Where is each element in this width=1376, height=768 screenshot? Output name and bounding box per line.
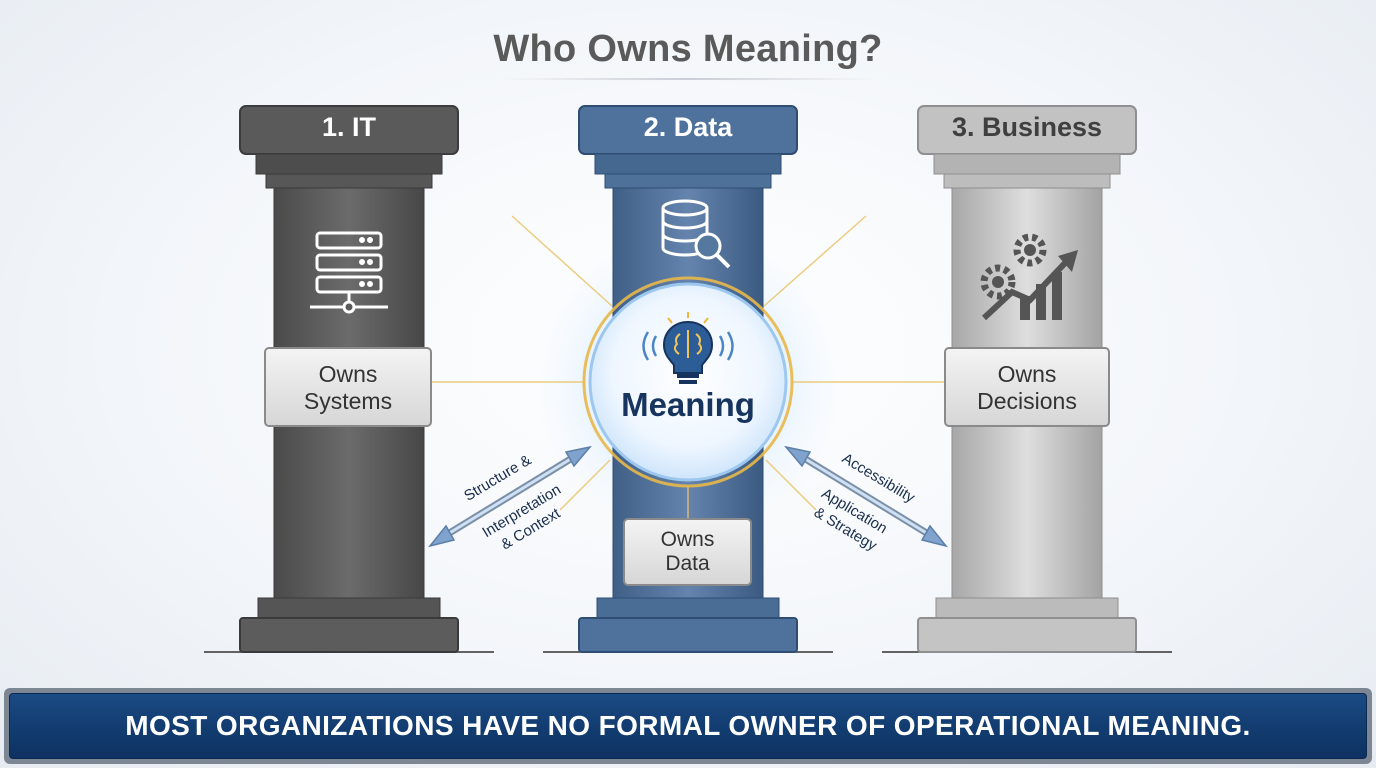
diagram-title: Who Owns Meaning? — [493, 28, 883, 70]
role-box-it — [264, 347, 432, 427]
arrow-right — [784, 445, 948, 548]
pillar-label-it: 1. IT — [321, 112, 376, 142]
role-label-it: Owns Systems — [265, 361, 431, 415]
banner-text: MOST ORGANIZATIONS HAVE NO FORMAL OWNER … — [125, 710, 1251, 741]
role-label-business-line-2: Decisions — [977, 388, 1077, 414]
bottom-banner-inner: MOST ORGANIZATIONS HAVE NO FORMAL OWNER … — [9, 693, 1367, 759]
gears-growth-chart-icon — [980, 233, 1078, 321]
brain-lightbulb-icon — [642, 312, 734, 384]
bottom-banner: MOST ORGANIZATIONS HAVE NO FORMAL OWNER … — [4, 688, 1372, 764]
role-label-business-line-1: Owns — [997, 361, 1057, 387]
pillar-label-data: 2. Data — [643, 112, 733, 142]
role-label-it-line-2: Systems — [303, 388, 393, 414]
role-box-business — [944, 347, 1110, 427]
arrow-left — [428, 445, 592, 548]
title-underline — [500, 78, 876, 80]
pillar-business — [917, 105, 1137, 653]
database-search-icon — [661, 199, 731, 269]
connector-left-line-1: Structure & — [461, 452, 534, 505]
role-label-it-line-1: Owns — [318, 361, 378, 387]
pillar-label-business: 3. Business — [951, 112, 1103, 142]
glow-rays — [432, 215, 944, 518]
pillar-it — [239, 105, 459, 653]
role-label-data-line-2: Data — [665, 552, 710, 575]
pillars-diagram: Structure & Interpretation & Context Acc… — [204, 105, 1172, 653]
role-label-data: Owns Data — [624, 528, 751, 576]
role-box-data — [623, 518, 752, 586]
meaning-label: Meaning — [621, 386, 755, 423]
server-icon — [310, 231, 388, 314]
role-label-business: Owns Decisions — [945, 361, 1109, 415]
role-label-data-line-1: Owns — [660, 528, 715, 551]
